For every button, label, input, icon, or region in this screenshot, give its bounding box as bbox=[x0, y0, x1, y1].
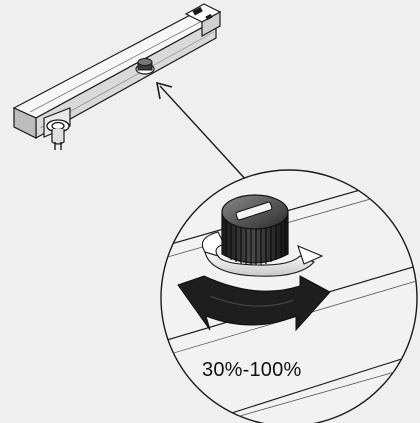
track-adapter bbox=[12, 3, 222, 150]
dimmer-knob bbox=[221, 194, 289, 265]
zoom-detail-circle bbox=[160, 169, 418, 423]
dimming-range-label: 30%-100% bbox=[202, 359, 302, 381]
rotation-ring bbox=[201, 231, 324, 277]
rotation-arrow bbox=[177, 275, 331, 332]
right-end-connector bbox=[184, 3, 222, 38]
pointer-arrow bbox=[155, 81, 249, 183]
cable-fitting bbox=[43, 107, 71, 150]
adapter-dimmer-knob bbox=[135, 58, 155, 75]
